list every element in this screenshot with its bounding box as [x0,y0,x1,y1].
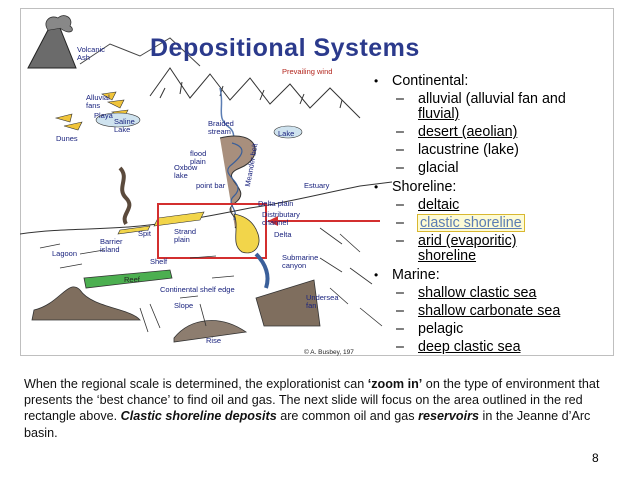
item-label: deep clastic sea [418,339,521,355]
list-item-shallow-carbonate-sea: – shallow carbonate sea [396,303,561,319]
bullet-icon: • [374,180,379,194]
label-delta: Delta [274,230,292,239]
list-item-deep-clastic-sea: – deep clastic sea [396,339,521,355]
list-item-deltaic: – deltaic [396,197,460,213]
label-rise: Rise [206,336,222,345]
page-number: 8 [592,451,599,465]
item-label-highlighted: clastic shoreline [417,214,525,232]
bullet-icon: • [374,268,379,282]
seamount [31,286,141,321]
environment-list: • Continental: – alluvial (alluvial fan … [372,70,622,355]
label-estuary: Estuary [304,181,330,190]
caption-bold-italic: reservoirs [418,409,480,424]
caption-text: in the Jeanne d’Arc basin. [24,409,591,440]
credit: © A. Busbey, 197 [304,349,354,356]
rise-mound [173,320,248,343]
label-lagoon: Lagoon [52,249,78,258]
list-item-clastic-shoreline: – clastic shoreline [396,214,525,232]
item-label: shallow carbonate sea [418,303,561,319]
lake [273,125,303,139]
item-label: deltaic [418,197,460,213]
caption-bold: ‘zoom in’ [367,377,423,391]
item-label: glacial [418,160,459,176]
focus-rectangle [157,203,267,259]
label-continental-shelf-edge: Continental shelf edge [160,285,235,294]
depositional-diagram [20,15,392,343]
slope-strokes [39,227,383,333]
caption-text: on the type of environment that presents… [24,377,600,424]
label-spit: Spit [138,229,151,238]
bullet-icon: • [374,74,379,88]
category-label: Continental: [392,73,469,89]
label-slope: Slope [174,301,194,310]
list-item-arid: – arid (evaporitic) [396,233,517,249]
list-item-marine: • Marine: [372,267,622,283]
alluvial-fans [54,91,129,131]
list-item-pelagic: – pelagic [396,321,464,337]
list-item-shoreline: • Shoreline: [372,179,622,195]
item-label: shallow clastic sea [418,285,537,301]
list-item-alluvial-cont: fluvial) [418,106,460,122]
slide-title: Depositional Systems [150,34,420,62]
river [227,142,243,221]
caption-text: are common oil and gas [276,409,419,424]
category-label: Marine: [392,267,440,283]
label-shelf: Shelf [150,257,168,266]
barrier-island [117,225,151,235]
item-label: arid (evaporitic) [418,233,517,249]
label-reef: Reef [124,275,140,284]
mountains [149,67,361,119]
item-label: alluvial (alluvial fan and [418,91,566,107]
item-label: pelagic [418,321,464,337]
list-item-continental: • Continental: [372,73,622,89]
item-label: lacustrine (lake) [418,142,519,158]
label-lake: Lake [278,129,295,138]
submarine-canyon [254,252,270,289]
saline-lake [95,112,141,128]
reef [83,269,173,289]
list-item-alluvial: – alluvial (alluvial fan and [396,91,566,107]
label-dunes: Dunes [56,134,78,143]
label-point-bar: point bar [196,181,226,190]
list-item-desert: – desert (aeolian) [396,124,518,140]
pointer-arrow [268,216,380,226]
strand-plain [153,211,205,227]
list-item-lacustrine: – lacustrine (lake) [396,142,519,158]
caption-bold-italic: Clastic shoreline deposits [120,409,277,424]
volcano-top-illustration [27,15,201,69]
caption-text: When the regional scale is determined, t… [24,377,368,391]
undersea-fan [255,279,321,327]
label-prevailing-wind: Prevailing wind [282,67,333,76]
caption-paragraph: When the regional scale is determined, t… [24,376,624,441]
coastline [20,181,392,235]
list-item-arid-cont: shoreline [418,248,477,264]
list-item-glacial: – glacial [396,160,459,176]
category-label: Shoreline: [392,179,457,195]
left-river [118,166,132,226]
slide-frame [20,8,614,356]
label-delta-plain: Delta plain [258,199,294,208]
list-item-shallow-clastic-sea: – shallow clastic sea [396,285,537,301]
label-playa: Playa [94,111,113,120]
item-label: desert (aeolian) [418,124,518,140]
delta [233,213,260,254]
